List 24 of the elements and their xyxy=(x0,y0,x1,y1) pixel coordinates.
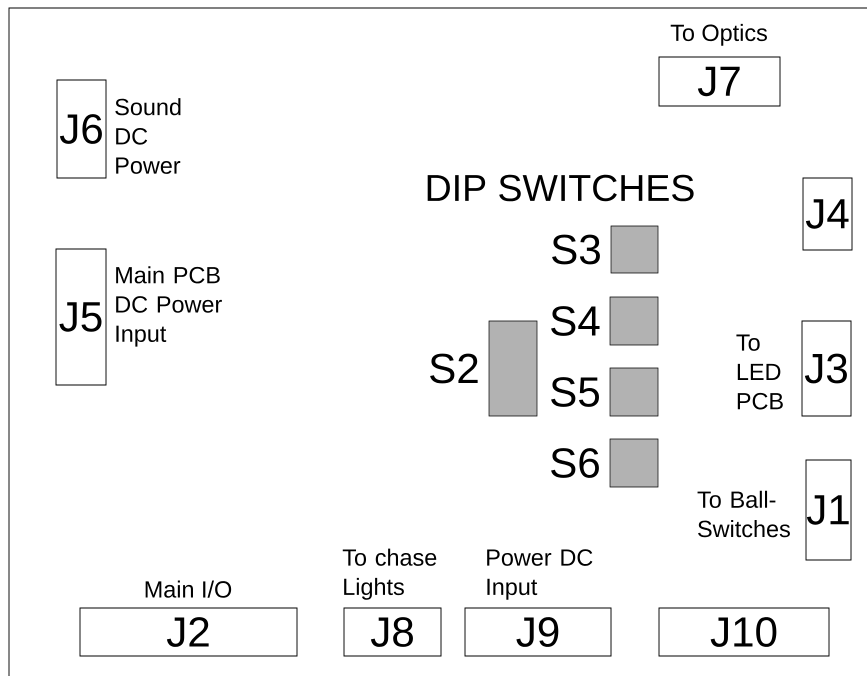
switch-label: S6 xyxy=(551,448,599,478)
connector-label: Main PCB DC Power Input xyxy=(116,266,222,347)
connector-label: Sound DC Power xyxy=(115,98,180,174)
connector-label: To Ball-Switches xyxy=(698,490,790,538)
connector-box: J3 xyxy=(802,320,852,416)
switch-label: S3 xyxy=(552,234,600,264)
connector-box: J6 xyxy=(56,80,106,178)
switch-label: S5 xyxy=(551,377,599,407)
connector-label: To Optics xyxy=(670,24,767,46)
switch-label: S2 xyxy=(430,354,478,384)
connector-label: Main I/O xyxy=(146,580,232,598)
connector-box: J5 xyxy=(56,248,106,386)
connector-box: J7 xyxy=(658,56,780,106)
connector-label: Power DC Input xyxy=(487,549,592,600)
connector-box: J4 xyxy=(802,178,852,250)
connector-box: J8 xyxy=(344,608,442,656)
connector-box: J9 xyxy=(464,608,612,656)
connector-box: J1 xyxy=(806,460,852,560)
connector-box: J2 xyxy=(80,608,298,656)
connector-box: J10 xyxy=(658,608,830,656)
heading: DIP SWITCHES xyxy=(428,174,694,202)
connector-label: To chase Lights xyxy=(342,548,436,600)
connector-label: To LED PCB xyxy=(736,334,783,410)
switch-label: S4 xyxy=(551,306,600,336)
